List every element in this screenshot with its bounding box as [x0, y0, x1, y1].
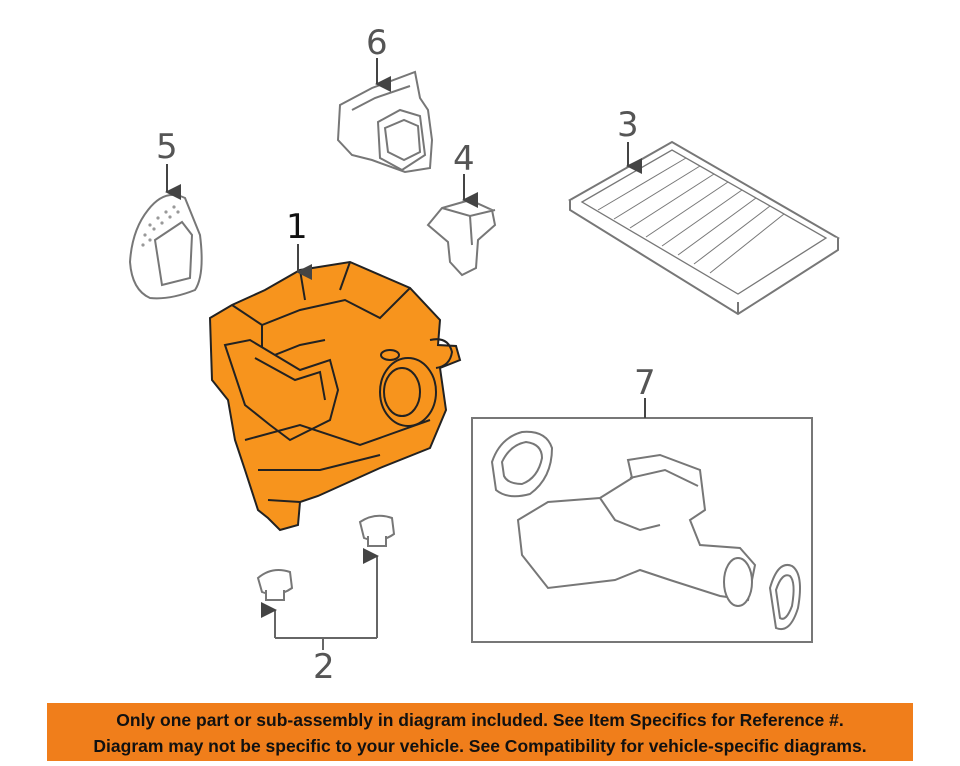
part-7-frame	[471, 417, 813, 643]
parts-diagram: 1 2 3 4 5 6 7	[128, 23, 840, 687]
callout-3: 3	[617, 105, 639, 145]
part-5-inlet-cover	[128, 194, 203, 300]
callout-6: 6	[366, 23, 388, 63]
part-3-air-filter	[568, 140, 840, 316]
callout-arrows	[165, 58, 646, 418]
callout-7: 7	[634, 363, 656, 403]
callout-4: 4	[453, 139, 475, 179]
callout-5: 5	[156, 127, 178, 167]
part-6-inlet-duct	[336, 70, 434, 174]
disclaimer-line-2: Diagram may not be specific to your vehi…	[93, 736, 867, 756]
disclaimer-line-1: Only one part or sub-assembly in diagram…	[116, 710, 844, 730]
part-1-air-cleaner-housing	[208, 260, 462, 532]
part-2-grommets	[256, 514, 396, 601]
callout-2: 2	[313, 647, 335, 687]
callout-1: 1	[286, 207, 308, 247]
part-4-sensor	[426, 198, 497, 277]
disclaimer-banner: Only one part or sub-assembly in diagram…	[47, 703, 913, 761]
part-2-leader-lines	[261, 548, 379, 650]
part-7-intake-hose	[490, 430, 801, 630]
